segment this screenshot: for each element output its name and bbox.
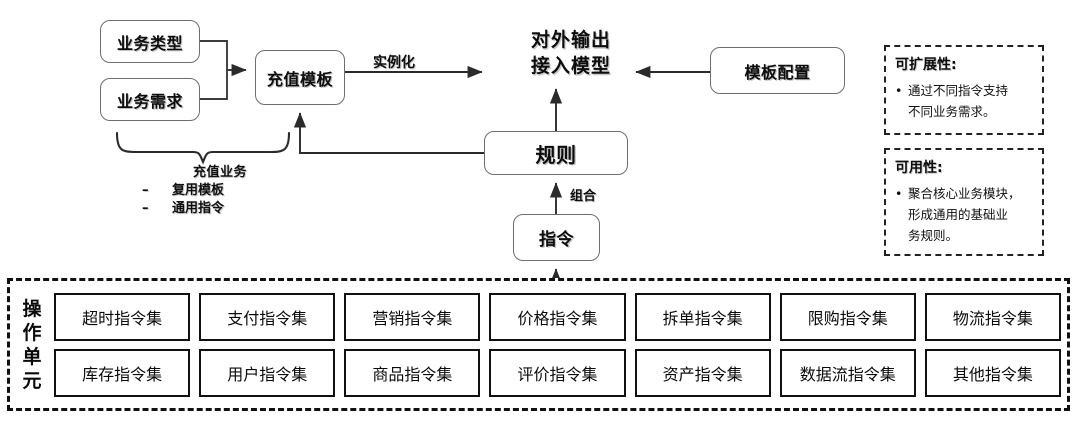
op-cell[interactable]: 用户指令集 [199,348,336,397]
bullet-spacer [895,225,908,246]
brace-title: 充值业务 [192,165,247,180]
op-cell[interactable]: 价格指令集 [489,292,626,341]
callout-extensibility-line-1: 通过不同指令支持 [908,83,1009,98]
rule-to-template-connector [293,112,484,154]
node-recharge-template[interactable]: 充值模板 [255,50,345,105]
brace-item-2: – 通用指令 [120,200,320,218]
callout-extensibility-title: 可扩展性: [895,57,957,73]
output-model-line-2: 接入模型 [530,55,611,77]
output-model-label: 对外输出 接入模型 [506,27,636,79]
callout-availability-line-2: 形成通用的基础业 [908,207,1009,222]
dash-marker: – [142,201,149,216]
callout-availability-cont-2: 务规则。 [895,225,1033,246]
callout-extensibility-line-2: 不同业务需求。 [908,104,996,119]
node-business-type[interactable]: 业务类型 [100,20,200,63]
callout-availability-title: 可用性: [895,160,943,176]
bullet-spacer [895,204,908,225]
callout-availability-line-1: 聚合核心业务模块， [908,186,1021,201]
merge-connector [200,40,247,100]
operation-unit-row: 超时指令集 支付指令集 营销指令集 价格指令集 拆单指令集 限购指令集 物流指令… [54,292,1061,341]
brace-annotation: 充值业务 – 复用模板 – 通用指令 [120,164,320,218]
op-cell[interactable]: 资产指令集 [634,348,771,397]
node-template-config[interactable]: 模板配置 [710,47,845,94]
op-cell[interactable]: 超时指令集 [54,292,191,341]
op-cell[interactable]: 限购指令集 [779,292,916,341]
brace-item-2-label: 通用指令 [172,201,225,216]
operation-unit-row: 库存指令集 用户指令集 商品指令集 评价指令集 资产指令集 数据流指令集 其他指… [54,348,1061,397]
curly-brace [115,131,291,165]
node-rule[interactable]: 规则 [484,131,628,175]
edge-label-combine: 组合 [570,189,597,204]
bullet-dot-icon: • [895,83,903,98]
operation-unit-panel: 操 作 单 元 超时指令集 支付指令集 营销指令集 价格指令集 拆单指令集 限购… [7,278,1070,411]
node-business-demand[interactable]: 业务需求 [100,78,200,121]
op-cell[interactable]: 支付指令集 [199,292,336,341]
op-cell[interactable]: 拆单指令集 [634,292,771,341]
operation-unit-label-char-1: 操 [22,297,42,320]
operation-unit-label: 操 作 单 元 [10,281,54,408]
op-cell[interactable]: 营销指令集 [344,292,481,341]
operation-unit-label-char-4: 元 [22,369,42,392]
operation-unit-label-char-2: 作 [22,321,42,344]
dash-marker: – [142,183,149,198]
operation-unit-label-char-3: 单 [22,345,42,368]
edge-label-instantiate: 实例化 [373,55,415,71]
op-cell[interactable]: 其他指令集 [924,348,1061,397]
node-command[interactable]: 指令 [513,214,600,261]
bullet-dot-icon: • [895,186,903,201]
callout-availability: 可用性: • 聚合核心业务模块， 形成通用的基础业 务规则。 [884,148,1044,256]
op-cell[interactable]: 商品指令集 [344,348,481,397]
op-cell[interactable]: 评价指令集 [489,348,626,397]
callout-extensibility-bullet: • 通过不同指令支持 [895,80,1033,101]
output-model-line-1: 对外输出 [530,29,611,51]
callout-availability-bullet: • 聚合核心业务模块， [895,183,1033,204]
callout-availability-cont-1: 形成通用的基础业 [895,204,1033,225]
brace-item-1: – 复用模板 [120,182,320,200]
op-cell[interactable]: 物流指令集 [924,292,1061,341]
operation-unit-grid: 超时指令集 支付指令集 营销指令集 价格指令集 拆单指令集 限购指令集 物流指令… [54,281,1067,408]
callout-extensibility: 可扩展性: • 通过不同指令支持 不同业务需求。 [884,45,1044,135]
bullet-spacer [895,101,908,122]
callout-extensibility-cont: 不同业务需求。 [895,101,1033,122]
callout-availability-line-3: 务规则。 [908,228,959,243]
op-cell[interactable]: 库存指令集 [54,348,191,397]
brace-item-1-label: 复用模板 [172,183,225,198]
op-cell[interactable]: 数据流指令集 [779,348,916,397]
